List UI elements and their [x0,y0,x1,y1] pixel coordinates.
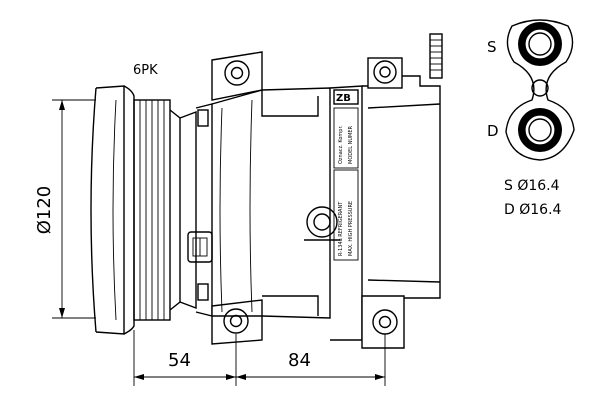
svg-text:MODEL NUMER: MODEL NUMER [348,125,354,164]
stud [429,33,443,79]
spec-s: S Ø16.4 [504,178,560,194]
connector [187,231,213,263]
port-d-label: D [487,122,499,140]
port-fitting: S D [487,19,575,161]
dim-right-label: 84 [288,350,311,371]
spec-d: D Ø16.4 [504,202,562,218]
length-dimensions: 54 84 [133,330,386,386]
belt-label: 6PK [133,63,158,78]
svg-text:MAX. HIGH PRESSURE: MAX. HIGH PRESSURE [348,201,354,256]
diameter-dimension: Ø120 [34,99,96,319]
dim-left-label: 54 [168,350,191,371]
pulley [90,85,181,335]
belt-grooves [139,100,165,320]
label-plate: Oznacz. Kompr. MODEL NUMER R-134a REFRIG… [333,107,359,261]
zb-label: ZB [336,93,351,104]
svg-text:Oznacz. Kompr.: Oznacz. Kompr. [338,125,344,164]
compressor-body: ZB Oznacz. Kompr. MODEL NUMER R-134a REF… [179,33,443,349]
svg-text:R-134a REFRIGERANT: R-134a REFRIGERANT [338,201,344,256]
port-s-label: S [487,38,497,56]
diameter-label: Ø120 [34,186,55,235]
